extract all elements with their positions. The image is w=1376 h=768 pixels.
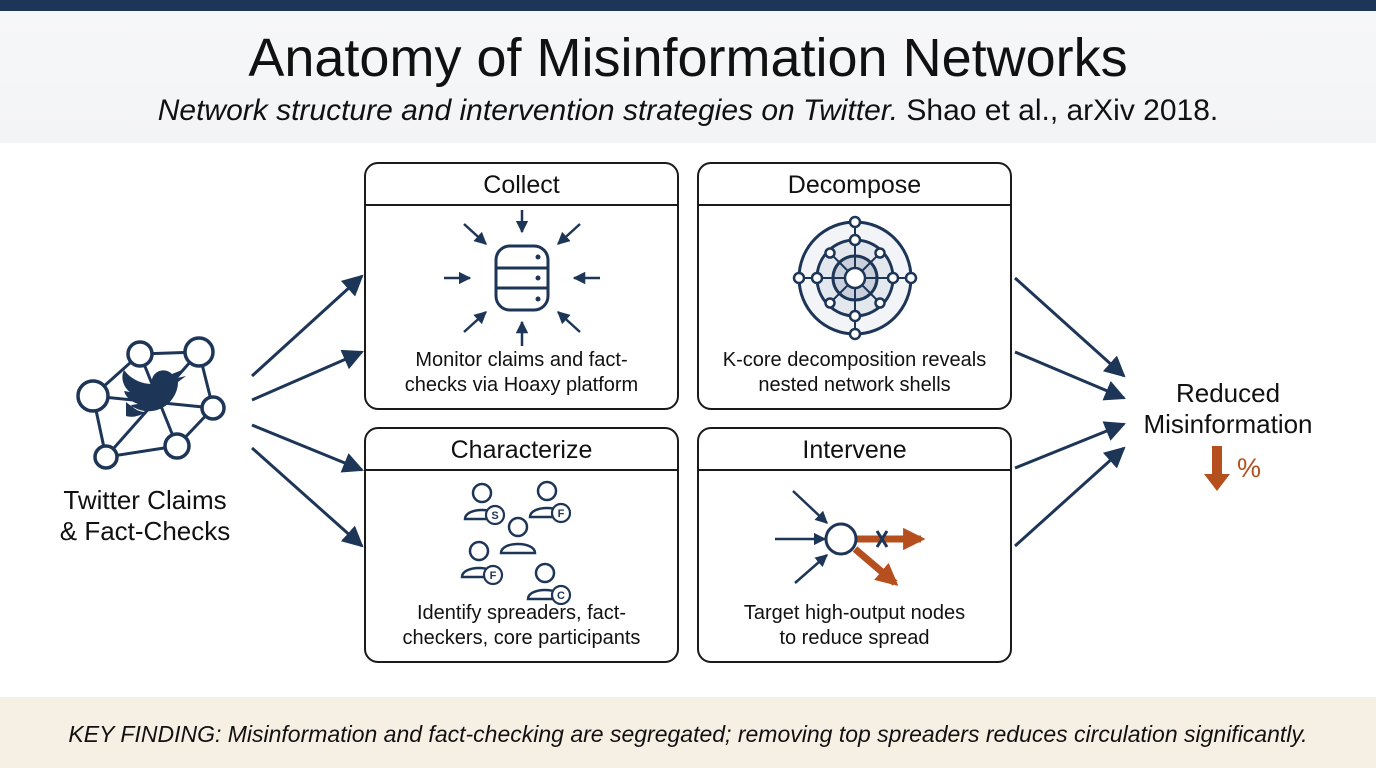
badge-core: C	[557, 590, 565, 602]
panel-intervene-desc-line1: Target high-output nodes	[743, 602, 966, 624]
panel-decompose: Decompose K-core decomposition re	[697, 162, 1012, 410]
badge-factchecker-2: F	[489, 570, 496, 582]
node-intervention-icon	[774, 490, 925, 586]
output-label-line1: Reduced	[1175, 378, 1281, 408]
input-label-line2: & Fact-Checks	[59, 516, 231, 546]
panel-characterize-desc-line2: checkers, core participants	[402, 627, 641, 649]
panel-intervene: Intervene Target high-output nodes to re…	[697, 427, 1012, 663]
arrow-input-to-collect-top	[250, 274, 364, 378]
input-node-label: Twitter Claims & Fact-Checks	[40, 485, 250, 547]
panel-decompose-desc-line1: K-core decomposition reveals	[722, 349, 987, 371]
percent-label: %	[1237, 453, 1262, 483]
subtitle-citation: Shao et al., arXiv 2018.	[906, 94, 1219, 127]
header-band	[0, 11, 1376, 143]
arrow-input-to-collect-bottom	[251, 349, 364, 402]
panel-collect-desc-line2: checks via Hoaxy platform	[404, 374, 639, 396]
kcore-shells-icon	[792, 215, 917, 341]
database-inflow-icon	[443, 210, 600, 346]
panel-intervene-desc: Target high-output nodes to reduce sprea…	[699, 601, 1010, 651]
arrow-input-to-characterize-bottom	[251, 446, 364, 548]
arrow-decompose-to-output-bottom	[1014, 350, 1126, 401]
arrow-intervene-to-output-top	[1014, 421, 1126, 470]
panel-intervene-title: Intervene	[699, 429, 1010, 471]
badge-factchecker-1: F	[557, 508, 564, 520]
key-finding: KEY FINDING: Misinformation and fact-che…	[68, 721, 1308, 747]
panel-characterize-desc-line1: Identify spreaders, fact-	[417, 602, 626, 624]
output-node-label: Reduced Misinformation	[1130, 378, 1326, 440]
panel-characterize: Characterize S F F C Identify sprea	[364, 427, 679, 663]
footer-band	[0, 697, 1376, 768]
arrow-intervene-to-output-bottom	[1013, 446, 1126, 548]
arrow-decompose-to-output-top	[1013, 276, 1126, 378]
panel-collect-title: Collect	[366, 164, 677, 206]
panel-characterize-desc: Identify spreaders, fact- checkers, core…	[366, 601, 677, 651]
badge-spreader: S	[491, 510, 498, 522]
panel-collect-desc-line1: Monitor claims and fact-	[415, 349, 628, 371]
panel-decompose-title: Decompose	[699, 164, 1010, 206]
page-title: Anatomy of Misinformation Networks	[248, 28, 1128, 88]
user-group-icon: S F F C	[460, 480, 571, 605]
arrow-input-to-characterize-top	[251, 423, 364, 473]
page-subtitle: Network structure and intervention strat…	[0, 92, 1376, 130]
input-label-line1: Twitter Claims	[63, 485, 227, 515]
panel-decompose-desc: K-core decomposition reveals nested netw…	[699, 348, 1010, 398]
panel-decompose-desc-line2: nested network shells	[758, 374, 951, 396]
panel-characterize-title: Characterize	[366, 429, 677, 471]
subtitle-description: Network structure and intervention strat…	[157, 94, 899, 127]
panel-intervene-desc-line2: to reduce spread	[779, 627, 930, 649]
output-label-line2: Misinformation	[1143, 409, 1313, 439]
top-accent-bar	[0, 0, 1376, 11]
panel-collect: Collect Monitor claims and	[364, 162, 679, 410]
panel-collect-desc: Monitor claims and fact- checks via Hoax…	[366, 348, 677, 398]
